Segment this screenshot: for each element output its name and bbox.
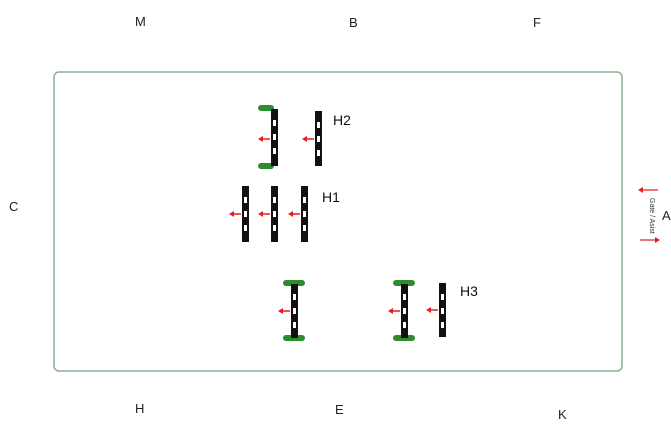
letter-h: H	[135, 401, 145, 416]
arrowhead	[426, 307, 431, 313]
arrowhead	[655, 237, 660, 243]
pole-stripe	[273, 197, 276, 203]
entry-exit-arrows	[638, 187, 660, 243]
arrowhead	[229, 211, 234, 217]
jump-h2-winged	[258, 105, 278, 169]
pole-stripe	[403, 294, 406, 300]
arrowhead	[258, 211, 263, 217]
arena-border	[53, 71, 623, 372]
jump-h3-plain	[426, 283, 446, 337]
letter-e: E	[335, 402, 344, 417]
label-h2: H2	[333, 112, 351, 128]
label-h1: H1	[322, 189, 340, 205]
pole-stripe	[273, 120, 276, 126]
letter-b: B	[349, 15, 358, 30]
jump-h1-c	[288, 186, 308, 242]
pole-stripe	[317, 122, 320, 128]
pole-stripe	[441, 308, 444, 314]
arrowhead	[302, 136, 307, 142]
pole-stripe	[441, 294, 444, 300]
arrowhead	[278, 308, 283, 314]
pole-stripe	[403, 322, 406, 328]
pole-stripe	[293, 308, 296, 314]
letter-c: C	[9, 199, 19, 214]
pole-stripe	[244, 211, 247, 217]
pole-stripe	[273, 211, 276, 217]
pole-stripe	[244, 225, 247, 231]
letter-a: A	[662, 208, 671, 223]
wing-top	[393, 280, 415, 286]
arrowhead	[638, 187, 643, 193]
pole-stripe	[273, 134, 276, 140]
arrowhead	[288, 211, 293, 217]
jump-h1-a	[229, 186, 249, 242]
pole-stripe	[303, 197, 306, 203]
pole-stripe	[293, 322, 296, 328]
pole-stripe	[293, 294, 296, 300]
pole-stripe	[403, 308, 406, 314]
label-h3: H3	[460, 283, 478, 299]
letter-k: K	[558, 407, 567, 422]
pole-stripe	[441, 322, 444, 328]
pole-stripe	[303, 225, 306, 231]
jump-single-winged	[278, 280, 305, 341]
letter-m: M	[135, 14, 146, 29]
wing-top	[258, 105, 274, 111]
jump-h1-b	[258, 186, 278, 242]
pole-stripe	[317, 150, 320, 156]
pole-stripe	[244, 197, 247, 203]
arrowhead	[258, 136, 263, 142]
wing-top	[283, 280, 305, 286]
wing-bottom	[258, 163, 274, 169]
entry-exit-label: Gate / Asist	[648, 198, 655, 234]
jump-h2-plain	[302, 111, 322, 166]
pole-stripe	[273, 225, 276, 231]
pole-stripe	[273, 148, 276, 154]
arrowhead	[388, 308, 393, 314]
letter-f: F	[533, 15, 541, 30]
pole-stripe	[317, 136, 320, 142]
pole-stripe	[303, 211, 306, 217]
jump-h3-winged	[388, 280, 415, 341]
